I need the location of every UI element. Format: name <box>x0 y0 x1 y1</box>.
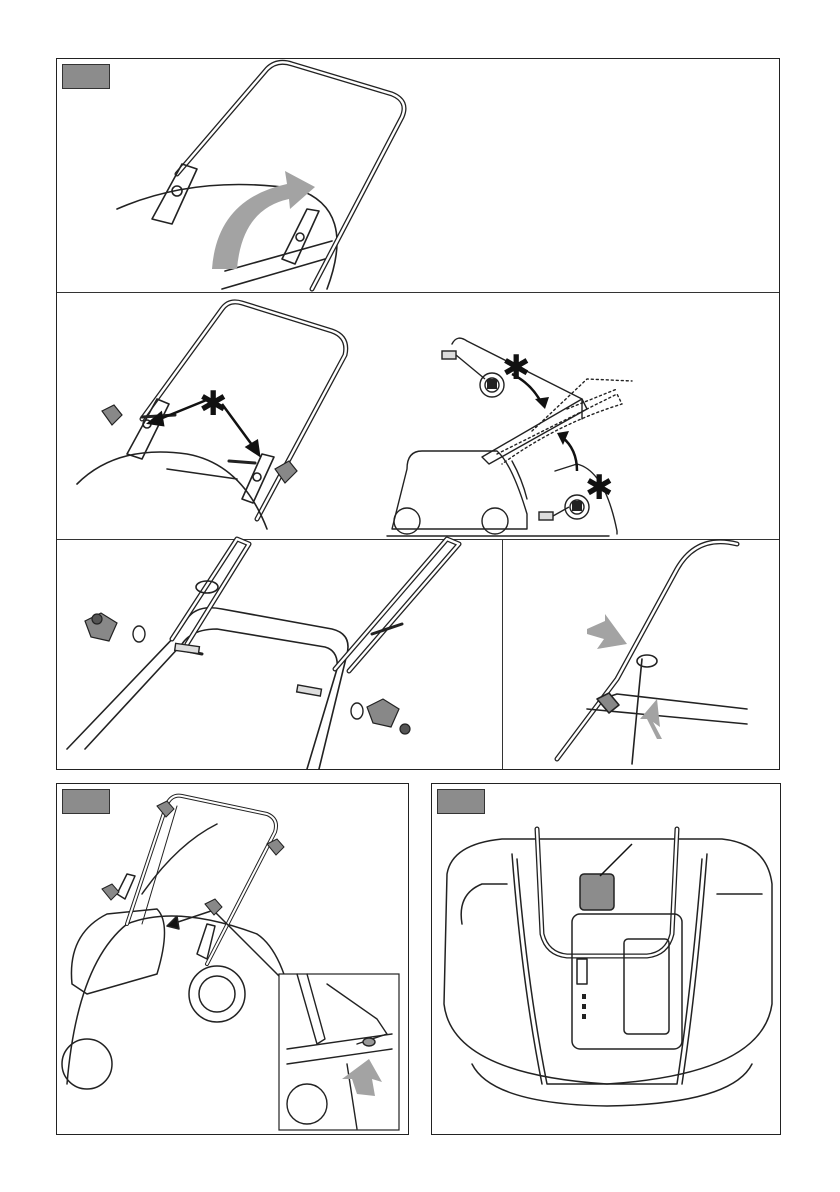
knob-icon <box>102 801 284 915</box>
pointer-arrow-icon <box>640 699 662 739</box>
figure-panel-top: ✱ ✱ ✱ <box>56 58 780 770</box>
detail-inset <box>279 974 399 1130</box>
battery-lock-lever <box>580 874 614 910</box>
battery-lock-illustration <box>432 784 782 1136</box>
asterisk-marker: ✱ <box>585 471 614 505</box>
asterisk-marker: ✱ <box>502 351 531 385</box>
pointer-arrow-icon <box>587 614 627 649</box>
cable-route-illustration <box>57 784 410 1136</box>
figure-panel-bottom-left <box>56 783 409 1135</box>
assembly-illustration <box>57 59 781 771</box>
screw-icon <box>175 643 322 696</box>
status-leds <box>582 994 586 1019</box>
pointer-arrow-icon <box>600 844 632 876</box>
figure-panel-bottom-right <box>431 783 781 1135</box>
asterisk-marker: ✱ <box>199 387 228 421</box>
washer-icon <box>133 626 363 719</box>
